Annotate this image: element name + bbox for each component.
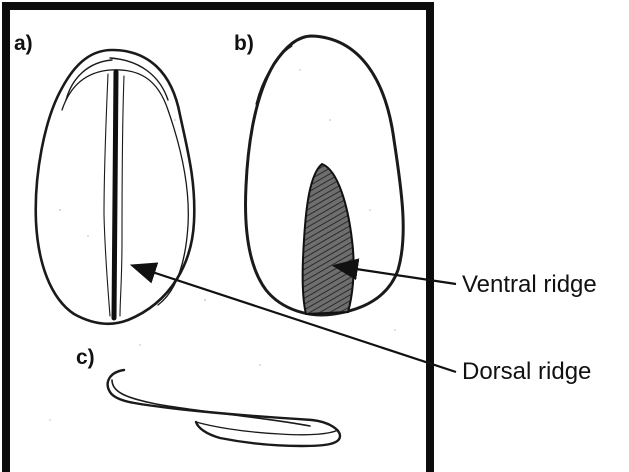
dorsal-ridge-label: Dorsal ridge	[462, 358, 591, 385]
panel-label-b: b)	[234, 32, 254, 55]
ventral-ridge-label: Ventral ridge	[462, 271, 597, 298]
panel-label-c: c)	[76, 346, 95, 369]
dorsal-ridge-line	[114, 72, 116, 318]
panel-label-a: a)	[14, 32, 33, 55]
